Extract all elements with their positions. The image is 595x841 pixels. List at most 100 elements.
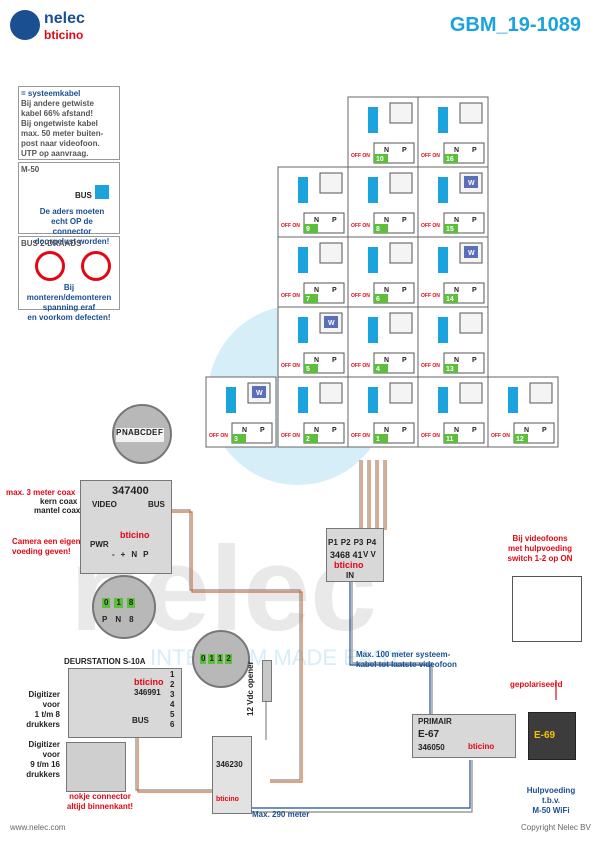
monitor-p-label: P (402, 217, 407, 224)
bus-connector (438, 107, 448, 133)
bus-note-3: en voorkom defecten! (27, 313, 111, 322)
monitor-screen (389, 172, 413, 194)
monitor-n-label: N (314, 217, 319, 224)
monitor-p-label: P (332, 217, 337, 224)
door-zoom-n: N (115, 615, 122, 624)
bus-connector (438, 247, 448, 273)
monitor-n-label: N (454, 287, 459, 294)
monitor-number-box (232, 434, 246, 443)
monitor-number-box (444, 224, 458, 233)
legend-m50: M-50 BUS De aders moeten echt OP de conn… (18, 162, 120, 246)
splitter-in: IN (346, 571, 354, 580)
video-terminals: - + N P (112, 550, 148, 560)
digitizer-2: Digitizer voor 9 t/m 16 drukkers (18, 740, 60, 780)
door-number-3: 3 (170, 690, 175, 699)
monitor-number: 9 (306, 226, 310, 233)
relay-module (212, 736, 252, 814)
door-zoom-8: 8 (129, 615, 134, 624)
door-station-id: 346991 (134, 688, 161, 697)
monitor-screen (459, 102, 483, 124)
monitor-p-label: P (260, 427, 265, 434)
monitor-n-label: N (242, 427, 247, 434)
monitor-w-label: W (468, 250, 475, 257)
monitor-p-label: P (402, 357, 407, 364)
m50-note-1: De aders moeten (39, 207, 105, 216)
monitor-number-box (444, 294, 458, 303)
monitor-number: 13 (446, 366, 454, 373)
relay-zoom-digits: 0 1 1 2 (200, 654, 232, 664)
bus-connector (438, 387, 448, 413)
monitor-number-box (374, 294, 388, 303)
max290-note: Max. 290 meter (252, 810, 310, 819)
bus-title: BUS 2-DRAADS (21, 239, 82, 248)
monitor-p-label: P (472, 147, 477, 154)
bus-connector (298, 387, 308, 413)
splitter-ports: P1 P2 P3 P4 (328, 538, 376, 548)
door-zoom-labels: P N 8 (102, 615, 134, 625)
monitor-w-badge (324, 316, 338, 328)
nokje-note: nokje connector altijd binnenkant! (50, 792, 150, 812)
bus-connector (298, 317, 308, 343)
off-on-label: OFF ON (351, 363, 370, 369)
video-terminal-plus: + (120, 550, 126, 559)
off-on-label: OFF ON (281, 293, 300, 299)
monitor-number: 8 (376, 226, 380, 233)
digitizer-2-line-4: drukkers (26, 770, 60, 779)
digitizer-2-line-1: Digitizer (28, 740, 60, 749)
monitor-screen (459, 382, 483, 404)
m50-title: M-50 (21, 165, 40, 174)
monitor-number: 16 (446, 156, 454, 163)
monitor-p-label: P (402, 427, 407, 434)
splitter-port-1: P1 (328, 538, 338, 547)
monitor-number: 10 (376, 156, 384, 163)
camera-warning-2: voeding geven! (12, 547, 71, 556)
video-zoom-strip: P N A B C D E F (116, 428, 164, 442)
monitor-p-label: P (332, 357, 337, 364)
digitizer-2-line-3: 9 t/m 16 (30, 760, 60, 769)
cable-note-3: Bij ongetwiste kabel (21, 119, 98, 128)
max100-note: Max. 100 meter systeem- kabel tot laatst… (356, 650, 457, 670)
monitor-number: 14 (446, 296, 454, 303)
off-on-label: OFF ON (281, 433, 300, 439)
coax-warning: max. 3 meter coax (6, 488, 76, 497)
splitter (326, 528, 384, 582)
bus-note-1: Bij monteren/demonteren (26, 283, 112, 302)
video-module-id: 347400 (112, 485, 149, 497)
monitor-screen (389, 102, 413, 124)
relay-brand: bticino (216, 796, 239, 803)
aux-power-note-1: Hulpvoeding (526, 786, 576, 795)
cable-note-6: UTP op aanvraag. (21, 149, 89, 158)
video-module-bus: BUS (148, 500, 165, 509)
door-zoom-p: P (102, 615, 108, 624)
cable-note-1: Bij andere getwiste (21, 99, 94, 108)
bus-note-2: spanning eraf (42, 303, 96, 312)
aux-switch-note-3: switch 1-2 op ON (507, 554, 573, 563)
bus-connector (368, 317, 378, 343)
monitor-number-box (374, 154, 388, 163)
footer-website: www.nelec.com (10, 823, 66, 832)
monitor-number: 1 (376, 436, 380, 443)
monitor-n-label: N (384, 427, 389, 434)
video-terminal-minus: - (112, 550, 115, 559)
relay-id: 346230 (216, 760, 243, 769)
bus-connector (438, 177, 448, 203)
door-station (68, 668, 182, 738)
splitter-brand: bticino (334, 560, 364, 570)
monitor-p-label: P (332, 427, 337, 434)
monitor-n-label: N (454, 217, 459, 224)
relay-digit-3: 1 (216, 654, 224, 664)
monitor-screen (319, 242, 343, 264)
door-zoom-digit-3: 8 (126, 598, 136, 608)
splitter-port-4: P4 (366, 538, 377, 547)
max100-note-2: kabel tot laatste videofoon (356, 660, 457, 669)
digitizer-1-line-1: Digitizer (28, 690, 60, 699)
splitter-vv: V V (363, 550, 376, 559)
aux-power-note: Hulpvoeding t.b.v. M-50 WiFi (518, 786, 584, 816)
monitor-p-label: P (332, 287, 337, 294)
monitor-number-box (444, 154, 458, 163)
